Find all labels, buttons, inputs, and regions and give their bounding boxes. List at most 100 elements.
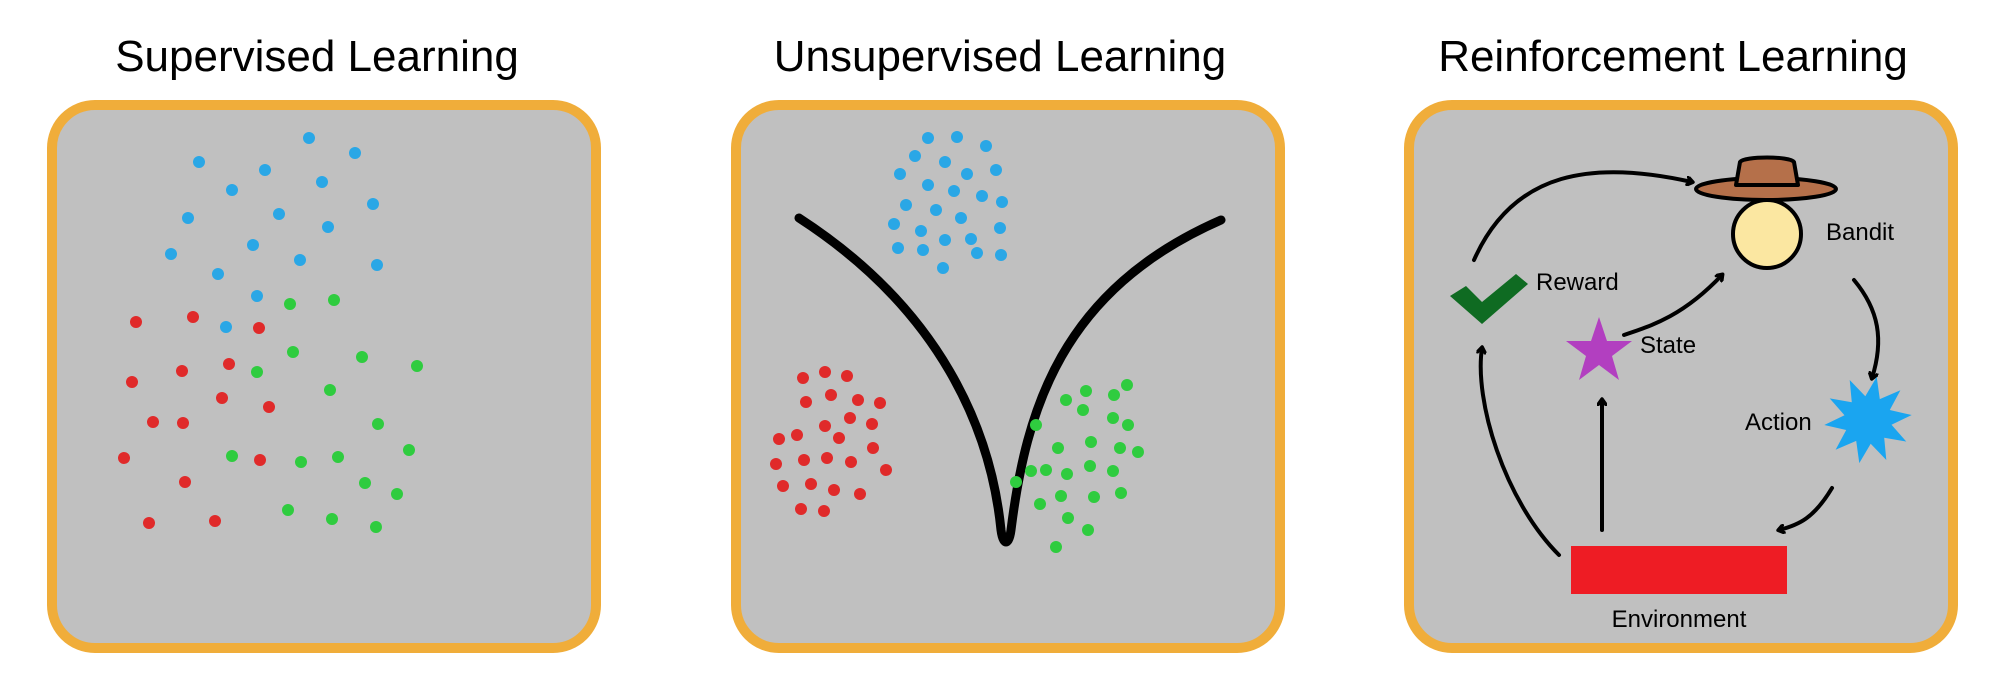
arrow-state-to-bandit xyxy=(1622,275,1722,337)
red-point xyxy=(841,370,853,382)
blue-point xyxy=(996,196,1008,208)
blue-point xyxy=(220,321,232,333)
action-burst-shape xyxy=(1824,376,1912,464)
blue-point xyxy=(930,204,942,216)
blue-point xyxy=(316,176,328,188)
red-point xyxy=(791,429,803,441)
red-point xyxy=(867,442,879,454)
green-point xyxy=(324,384,336,396)
green-point xyxy=(1010,476,1022,488)
blue-point xyxy=(212,268,224,280)
green-point xyxy=(1082,524,1094,536)
green-point xyxy=(1061,468,1073,480)
green-point xyxy=(370,521,382,533)
green-point xyxy=(1084,460,1096,472)
action-burst-icon xyxy=(1824,376,1912,464)
blue-point xyxy=(226,184,238,196)
title-unsupervised: Unsupervised Learning xyxy=(773,32,1227,81)
green-point xyxy=(1030,419,1042,431)
blue-point xyxy=(251,290,263,302)
green-point xyxy=(356,351,368,363)
blue-point xyxy=(994,222,1006,234)
green-point xyxy=(1034,498,1046,510)
green-point xyxy=(1025,465,1037,477)
green-point xyxy=(1052,442,1064,454)
red-point xyxy=(187,311,199,323)
blue-point xyxy=(894,168,906,180)
red-point xyxy=(800,396,812,408)
green-point xyxy=(328,294,340,306)
green-point xyxy=(1055,490,1067,502)
red-point xyxy=(209,515,221,527)
unsupervised-clusters xyxy=(770,131,1226,553)
green-point xyxy=(1060,394,1072,406)
blue-point xyxy=(915,225,927,237)
red-point xyxy=(147,416,159,428)
green-point xyxy=(403,444,415,456)
blue-point xyxy=(990,164,1002,176)
red-point xyxy=(795,503,807,515)
blue-point xyxy=(995,249,1007,261)
green-point xyxy=(1108,389,1120,401)
green-point xyxy=(1088,491,1100,503)
green-point xyxy=(287,346,299,358)
green-point xyxy=(332,451,344,463)
blue-point xyxy=(917,244,929,256)
red-point xyxy=(805,478,817,490)
red-point xyxy=(126,376,138,388)
green-point xyxy=(1132,446,1144,458)
red-point xyxy=(866,418,878,430)
arrow-action-to-environment xyxy=(1779,486,1834,530)
red-point xyxy=(118,452,130,464)
red-point xyxy=(797,372,809,384)
red-point xyxy=(828,484,840,496)
green-point xyxy=(359,477,371,489)
green-point xyxy=(1107,465,1119,477)
green-point xyxy=(1114,442,1126,454)
blue-point xyxy=(909,150,921,162)
green-point xyxy=(326,513,338,525)
red-point xyxy=(854,488,866,500)
blue-point xyxy=(948,185,960,197)
title-supervised: Supervised Learning xyxy=(115,32,519,81)
red-point xyxy=(177,417,189,429)
green-point xyxy=(1040,464,1052,476)
blue-point xyxy=(939,234,951,246)
red-point xyxy=(770,458,782,470)
blue-point xyxy=(965,233,977,245)
green-point xyxy=(226,450,238,462)
label-bandit: Bandit xyxy=(1826,219,1894,246)
red-point xyxy=(254,454,266,466)
green-point xyxy=(1121,379,1133,391)
green-point xyxy=(411,360,423,372)
green-point xyxy=(1107,412,1119,424)
green-point xyxy=(1077,404,1089,416)
green-point xyxy=(372,418,384,430)
red-point xyxy=(223,358,235,370)
cluster-separator-curve xyxy=(794,213,1226,547)
green-point xyxy=(1080,385,1092,397)
red-point xyxy=(852,394,864,406)
red-point xyxy=(263,401,275,413)
red-point xyxy=(874,397,886,409)
red-point xyxy=(179,476,191,488)
red-point xyxy=(176,365,188,377)
label-reward: Reward xyxy=(1536,269,1619,296)
green-point xyxy=(251,366,263,378)
green-point xyxy=(391,488,403,500)
blue-point xyxy=(951,131,963,143)
arrow-bandit-to-action xyxy=(1852,278,1881,378)
green-point xyxy=(1085,436,1097,448)
red-point xyxy=(216,392,228,404)
blue-point xyxy=(349,147,361,159)
blue-point xyxy=(980,140,992,152)
state-star-icon xyxy=(1566,317,1632,380)
panel-supervised xyxy=(47,100,601,653)
red-point xyxy=(143,517,155,529)
blue-point xyxy=(303,132,315,144)
blue-point xyxy=(939,156,951,168)
supervised-scatter xyxy=(118,132,423,533)
title-reinforcement: Reinforcement Learning xyxy=(1438,32,1908,81)
label-action: Action xyxy=(1745,409,1812,436)
red-point xyxy=(773,433,785,445)
